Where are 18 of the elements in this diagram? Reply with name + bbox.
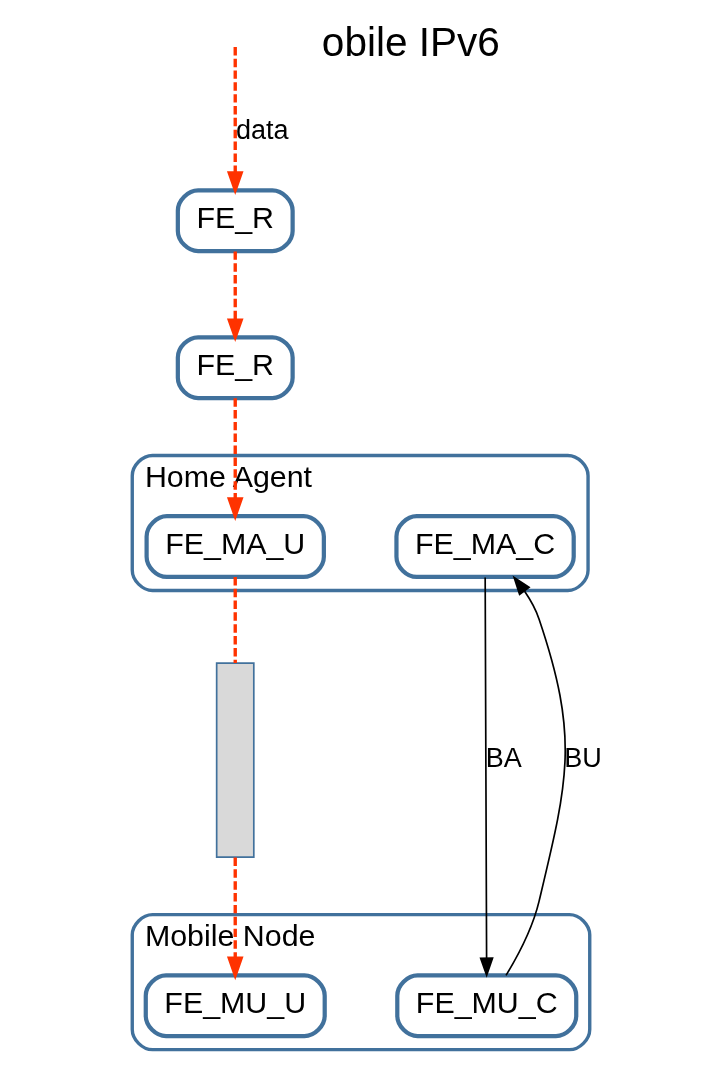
node-box: FE_R [175,335,295,401]
arrow [226,251,244,343]
node-box: FE_R [175,188,295,254]
label: obile IPv6 [321,18,500,65]
edge-label: BU [563,742,602,773]
arrow [479,576,494,978]
arrow [504,575,566,977]
node-box: FE_MA_C [393,514,576,580]
node-box: FE_MA_U [144,514,326,580]
arrow [226,398,244,521]
edge-label: data [235,115,289,146]
node-box: FE_MU_U [143,973,327,1039]
node-bar [215,662,255,859]
arrow [226,857,244,981]
connector [233,577,237,664]
arrow [226,47,244,196]
edge-label: BA [485,742,522,773]
node-box: FE_MU_C [394,973,578,1039]
